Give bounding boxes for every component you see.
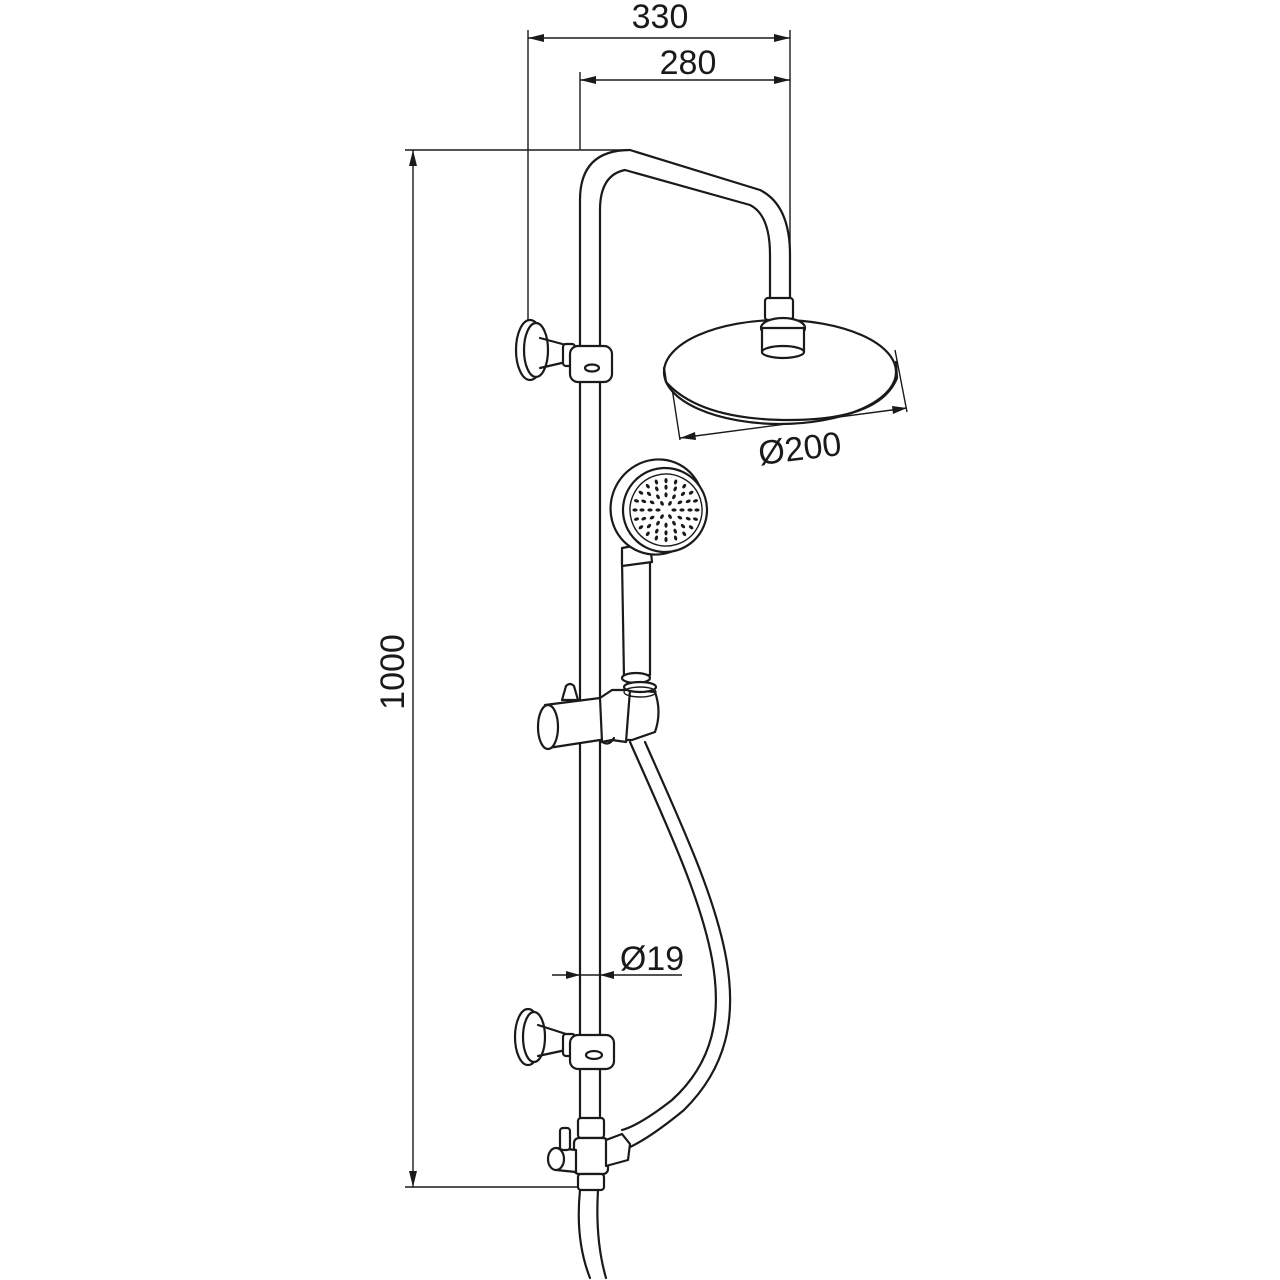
nozzle-dot [694,508,700,512]
nozzle-dot [647,508,653,512]
nozzle-dot [664,522,668,528]
nozzle-dot [664,536,668,543]
nozzle-dot [664,484,668,490]
nozzle-dot [646,491,652,497]
nozzle-dot [660,501,664,506]
nozzle-dot [673,528,677,534]
nozzle-dot [656,494,660,500]
nozzle-dot [677,500,683,505]
riser-rail [578,148,792,1172]
nozzle-dot [673,535,678,541]
overhead-shower-head [662,296,899,426]
slider-holder [536,680,660,751]
dimension-head-diameter: Ø200 [756,425,843,473]
nozzle-dot [673,486,677,492]
nozzle-dot [654,479,659,485]
nozzle-dot [655,486,659,492]
nozzle-dot [633,499,640,503]
nozzle-dot [688,490,694,495]
nozzle-dot [638,525,644,530]
nozzle-dot [654,535,659,541]
nozzle-dot [633,517,640,521]
hand-shower [609,458,709,685]
nozzle-dot [679,508,685,512]
upper-wall-bracket [514,318,614,384]
diverter-valve [546,1116,632,1192]
dimension-rail-diameter: Ø19 [620,940,684,978]
nozzle-dot [672,520,676,526]
nozzle-dot [685,516,691,521]
nozzle-dot [645,531,650,537]
nozzle-dot [641,499,647,504]
nozzle-dot [645,483,650,489]
nozzle-dot [639,508,645,512]
dimension-width-overall: 330 [632,0,689,36]
nozzle-dot [655,508,661,512]
nozzle-dot [692,517,699,521]
nozzle-dot [671,508,677,512]
nozzle-dot [646,523,652,529]
hand-shower-nozzles [632,477,700,543]
nozzle-dot [664,477,668,484]
dimension-lines [405,30,908,1188]
nozzle-dot [682,483,687,489]
nozzle-dot [660,514,664,519]
nozzle-dot [632,508,638,512]
nozzle-dot [664,492,668,498]
nozzle-dot [664,530,668,536]
nozzle-dot [668,514,672,519]
nozzle-dot [656,520,660,526]
nozzle-dot [680,523,686,529]
nozzle-dot [655,528,659,534]
hose [577,740,732,1280]
nozzle-dot [687,508,693,512]
nozzle-dot [638,490,644,495]
dimension-height: 1000 [374,634,412,710]
nozzle-dot [672,494,676,500]
nozzle-dot [668,501,672,506]
nozzle-dot [641,516,647,521]
nozzle-dot [677,515,683,520]
nozzle-dot [649,500,655,505]
lower-wall-bracket [513,1007,616,1071]
nozzle-dot [680,491,686,497]
nozzle-dot [673,479,678,485]
nozzle-dot [682,531,687,537]
nozzle-dot [649,515,655,520]
nozzle-dot [685,499,691,504]
nozzle-dot [692,499,699,503]
dimension-width-arm: 280 [660,44,717,82]
nozzle-dot [688,525,694,530]
